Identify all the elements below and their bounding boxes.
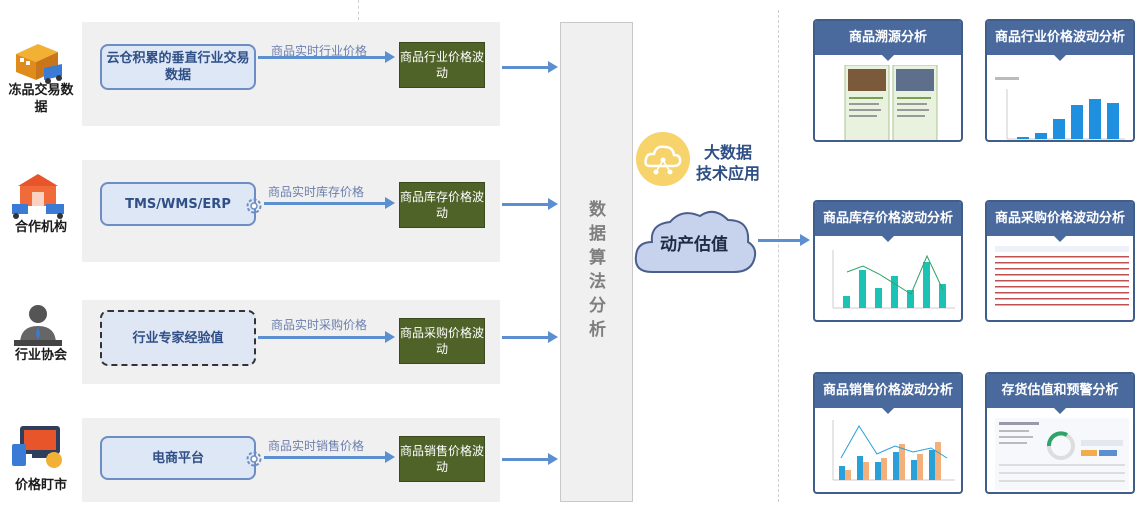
source-label-association: 行业协会 bbox=[14, 348, 67, 363]
flow-arrowhead-1 bbox=[385, 51, 395, 63]
source-label-frozen: 冻品交易数据 bbox=[8, 83, 74, 115]
to-algo-arrow-4 bbox=[502, 458, 548, 461]
traceability-thumbnail bbox=[823, 64, 953, 140]
market-monitor-devices-icon bbox=[10, 420, 66, 472]
output-card-valuation-warning[interactable]: 存货估值和预警分析 bbox=[985, 372, 1135, 494]
asset-valuation-cloud-icon bbox=[630, 202, 760, 288]
flow-arrow-4 bbox=[264, 456, 386, 459]
to-algo-arrowhead-4 bbox=[548, 453, 558, 465]
separator-top bbox=[358, 0, 359, 20]
flow-arrow-2 bbox=[264, 202, 386, 205]
source-label-market: 价格盯市 bbox=[14, 478, 67, 493]
source-box-tms-wms-erp: TMS/WMS/ERP bbox=[100, 182, 256, 226]
source-box-expert-value: 行业专家经验值 bbox=[100, 310, 256, 366]
flow-label-purchase-price: 商品实时采购价格 bbox=[271, 318, 368, 332]
output-card-sales-price[interactable]: 商品销售价格波动分析 bbox=[813, 372, 963, 494]
to-algo-arrow-1 bbox=[502, 66, 548, 69]
result-box-sales-price: 商品销售价格波动 bbox=[399, 436, 485, 482]
output-card-title: 商品销售价格波动分析 bbox=[815, 374, 961, 414]
to-algo-arrowhead-1 bbox=[548, 61, 558, 73]
output-card-traceability[interactable]: 商品溯源分析 bbox=[813, 19, 963, 142]
result-box-industry-price: 商品行业价格波动 bbox=[399, 42, 485, 88]
valuation-warning-dashboard-thumbnail bbox=[995, 418, 1129, 490]
output-card-title: 商品溯源分析 bbox=[815, 21, 961, 61]
result-box-purchase-price: 商品采购价格波动 bbox=[399, 318, 485, 364]
to-outputs-arrowhead bbox=[800, 234, 810, 246]
output-card-purchase-price[interactable]: 商品采购价格波动分析 bbox=[985, 200, 1135, 322]
to-algo-arrowhead-3 bbox=[548, 331, 558, 343]
output-card-title: 商品库存价格波动分析 bbox=[815, 202, 961, 242]
industry-price-bar-thumbnail bbox=[995, 65, 1125, 140]
output-card-title: 存货估值和预警分析 bbox=[987, 374, 1133, 414]
to-algo-arrow-3 bbox=[502, 336, 548, 339]
sales-price-chart-thumbnail bbox=[823, 418, 955, 486]
output-card-title: 商品行业价格波动分析 bbox=[987, 21, 1133, 61]
partner-warehouse-icon bbox=[10, 168, 66, 220]
separator-right bbox=[778, 10, 779, 502]
gear-icon bbox=[243, 448, 265, 474]
flow-arrow-1 bbox=[258, 56, 386, 59]
flow-arrowhead-2 bbox=[385, 197, 395, 209]
output-card-industry-price[interactable]: 商品行业价格波动分析 bbox=[985, 19, 1135, 142]
algorithm-analysis-label: 数据算法分析 bbox=[589, 200, 606, 340]
to-algo-arrow-2 bbox=[502, 203, 548, 206]
inventory-price-chart-thumbnail bbox=[823, 246, 955, 314]
algorithm-analysis-box: 数据算法分析 bbox=[560, 22, 633, 502]
result-box-inventory-price: 商品库存价格波动 bbox=[399, 182, 485, 228]
flow-label-inventory-price: 商品实时库存价格 bbox=[268, 185, 365, 199]
gear-icon bbox=[243, 195, 265, 221]
flow-arrowhead-4 bbox=[385, 451, 395, 463]
flow-label-sales-price: 商品实时销售价格 bbox=[268, 439, 365, 453]
asset-valuation-label: 动产估值 bbox=[660, 235, 728, 255]
industry-association-person-icon bbox=[10, 300, 66, 352]
source-box-ecommerce: 电商平台 bbox=[100, 436, 256, 480]
big-data-cloud-icon bbox=[634, 130, 692, 192]
flow-arrow-3 bbox=[258, 336, 386, 339]
source-label-partner: 合作机构 bbox=[14, 220, 67, 235]
flow-arrowhead-3 bbox=[385, 331, 395, 343]
source-box-warehouse-data: 云仓积累的垂直行业交易数据 bbox=[100, 44, 256, 90]
output-card-title: 商品采购价格波动分析 bbox=[987, 202, 1133, 242]
flow-label-industry-price: 商品实时行业价格 bbox=[271, 44, 368, 58]
frozen-goods-icon bbox=[10, 34, 66, 86]
big-data-tech-label: 大数据技术应用 bbox=[695, 143, 760, 183]
to-algo-arrowhead-2 bbox=[548, 198, 558, 210]
purchase-price-table-thumbnail bbox=[995, 246, 1129, 314]
output-card-inventory-price[interactable]: 商品库存价格波动分析 bbox=[813, 200, 963, 322]
to-outputs-arrow bbox=[758, 239, 800, 242]
